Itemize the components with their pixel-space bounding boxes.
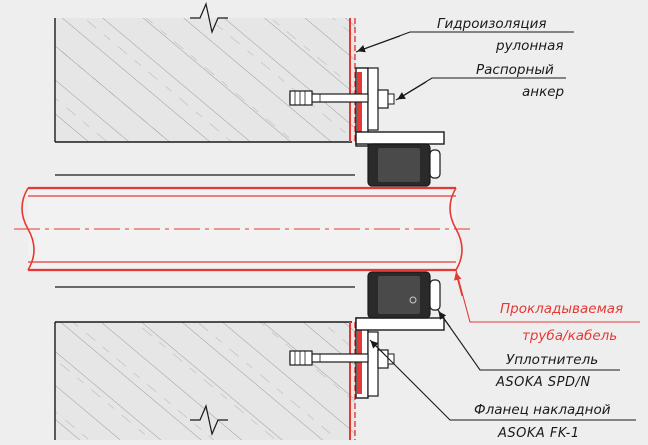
label-anchor-line1: Распорный xyxy=(476,62,554,78)
label-flange-line1: Фланец накладной xyxy=(474,402,611,418)
leader-anchor xyxy=(395,77,566,101)
label-seal-line2: ASOKA SPD/N xyxy=(495,375,591,390)
label-anchor-line2: анкер xyxy=(522,84,564,100)
leader-waterproofing xyxy=(355,31,574,53)
label-seal-line1: Уплотнитель xyxy=(506,352,598,368)
label-waterproofing-line1: Гидроизоляция xyxy=(437,16,547,32)
lower-seal xyxy=(367,271,441,319)
pipe xyxy=(14,186,470,272)
upper-flange xyxy=(355,67,445,147)
leader-flange xyxy=(369,339,636,421)
leader-seal xyxy=(437,309,620,371)
upper-wall xyxy=(54,2,355,143)
lower-flange xyxy=(355,317,445,399)
label-pipe-line2: труба/кабель xyxy=(522,328,617,344)
leader-pipe xyxy=(454,269,640,323)
label-pipe-line1: Прокладываемая xyxy=(500,301,623,317)
lower-anchor xyxy=(289,350,369,366)
waterproofing-membrane xyxy=(349,18,356,440)
upper-seal xyxy=(367,143,441,187)
label-flange-line2: ASOKA FK-1 xyxy=(497,426,580,441)
upper-anchor xyxy=(289,90,369,106)
lower-wall xyxy=(54,321,355,440)
label-waterproofing-line2: рулонная xyxy=(495,38,564,54)
